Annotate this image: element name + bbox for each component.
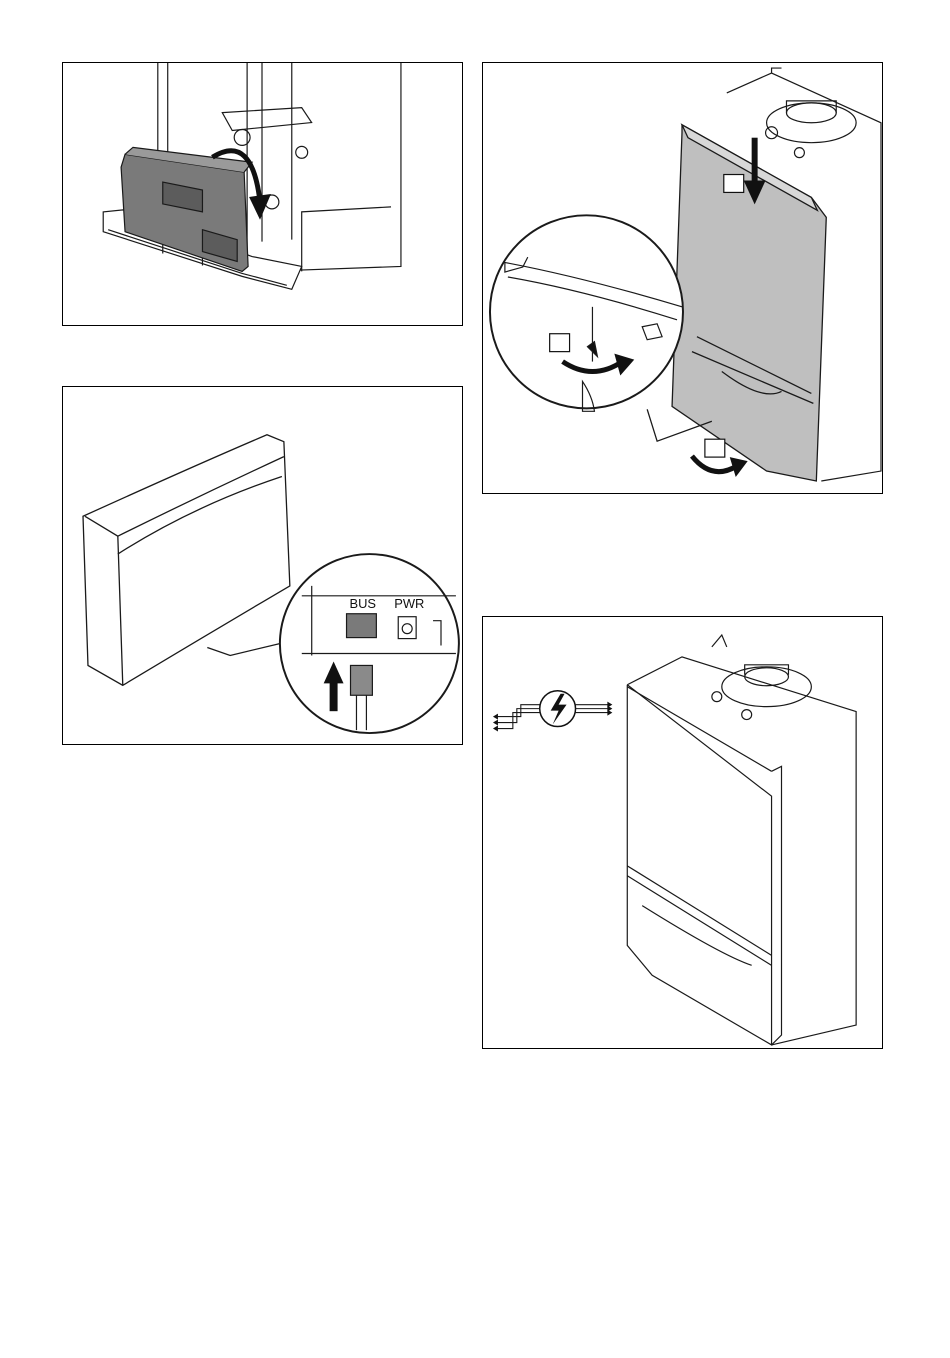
bus-label: BUS [350, 596, 377, 611]
bus-connector-illustration: BUS PWR [63, 387, 462, 744]
detail-magnifier [280, 554, 459, 733]
step-marker [550, 334, 570, 352]
figure-power-supply [482, 616, 883, 1049]
detail-magnifier [490, 215, 683, 408]
rotate-arrow-icon [692, 456, 748, 477]
step-marker [705, 439, 725, 457]
electronics-box-illustration [63, 63, 462, 325]
power-supply-illustration [483, 617, 882, 1048]
lightning-bolt-icon [540, 691, 576, 727]
front-casing-illustration [483, 63, 882, 493]
step-marker [724, 175, 744, 193]
figure-bus-connector: BUS PWR [62, 386, 463, 745]
figure-electronics-box [62, 62, 463, 326]
pwr-label: PWR [394, 596, 424, 611]
figure-front-casing [482, 62, 883, 494]
